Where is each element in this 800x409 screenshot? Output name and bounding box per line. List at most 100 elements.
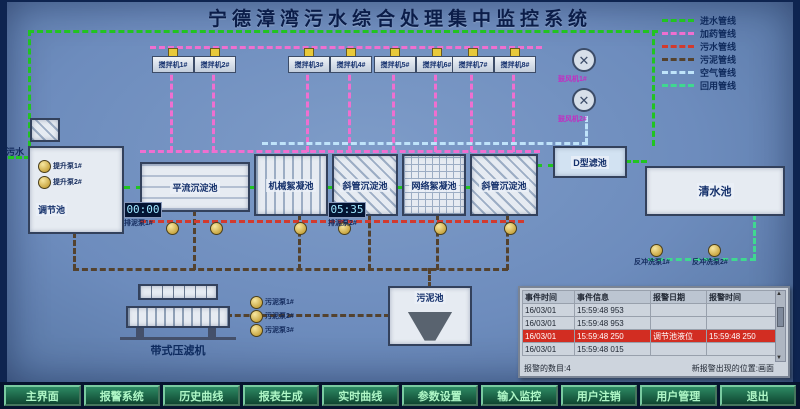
sludge-pump-icon-3[interactable] (250, 324, 263, 337)
pipe-dosing-drop (212, 48, 215, 152)
press-leg (208, 328, 216, 338)
drain-pump-icon[interactable] (210, 222, 223, 235)
lift-pump-icon-1[interactable] (38, 160, 51, 173)
drain-pump-icon[interactable] (434, 222, 447, 235)
drain-pump-icon[interactable] (294, 222, 307, 235)
pipe-dosing-drop (170, 48, 173, 152)
drain-pump-icon[interactable] (166, 222, 179, 235)
mixer-label: 搅拌机3# (294, 61, 324, 69)
nav-button-logout[interactable]: 用户注销 (560, 385, 637, 406)
pipe-top-main (28, 30, 658, 33)
blower-fan-icon-2[interactable] (572, 88, 596, 112)
mixer-4[interactable]: 搅拌机4# (330, 56, 372, 73)
drain-pump-icon[interactable] (338, 222, 351, 235)
inlet-label: 污水 (6, 147, 25, 157)
alarm-row[interactable]: 16/03/01 15:59:48 953 (522, 316, 777, 330)
alarm-cell (650, 316, 707, 330)
pipe-dosing-run (140, 150, 540, 153)
nav-button-history-curve[interactable]: 历史曲线 (163, 385, 240, 406)
backwash-pump-label-2: 反冲洗泵2# (692, 259, 728, 266)
tank-label: 清水池 (696, 183, 734, 199)
pipe-sewage-run (140, 220, 524, 223)
press-base (120, 337, 236, 340)
legend-label: 加药管线 (700, 29, 737, 39)
tank-label: D型滤池 (571, 155, 609, 169)
blower-fan-icon-1[interactable] (572, 48, 596, 72)
nav-button-user-mgmt[interactable]: 用户管理 (640, 385, 717, 406)
legend-row: 进水管线 (662, 14, 788, 27)
tank-label: 污泥池 (414, 291, 446, 304)
tank-label: 平流沉淀池 (170, 180, 220, 194)
legend-line-icon (662, 71, 694, 74)
alarm-header-row: 事件时间 事件信息 报警日期 报警时间 (522, 290, 777, 304)
mixer-7[interactable]: 搅拌机7# (452, 56, 494, 73)
tank-label: 机械絮凝池 (266, 178, 316, 192)
pipe-dosing-drop (434, 48, 437, 152)
alarm-cell: 15:59:48 250 (574, 329, 651, 343)
alarm-cell: 15:59:48 015 (574, 342, 651, 356)
sludge-pump-icon-2[interactable] (250, 310, 263, 323)
pipe-dosing-header (150, 46, 542, 49)
bar-screen (30, 118, 60, 142)
mixer-1[interactable]: 搅拌机1# (152, 56, 194, 73)
cycle-timer-1: 00:00 (124, 202, 162, 218)
sludge-pump-label-1: 污泥泵1# (265, 299, 294, 306)
mixer-label: 搅拌机5# (380, 61, 410, 69)
pipe-connector (396, 186, 404, 189)
pipe-sludge-drop (73, 232, 76, 270)
alarm-row[interactable]: 16/03/01 15:59:48 015 (522, 342, 777, 356)
pipe-dosing-drop (512, 48, 515, 152)
pipe-sludge-to-press (226, 314, 390, 317)
tank-mechanical-flocculation: 机械絮凝池 (254, 154, 328, 216)
alarm-row[interactable]: 16/03/01 15:59:48 953 (522, 303, 777, 317)
sludge-pump-icon-1[interactable] (250, 296, 263, 309)
alarm-count-text: 报警的数目:4 (524, 364, 571, 373)
tank-label: 斜管沉淀池 (340, 178, 390, 192)
scrollbar-thumb[interactable] (777, 307, 784, 327)
legend-line-icon (662, 84, 694, 87)
cycle-timer-2: 05:35 (328, 202, 366, 218)
bottom-nav: 主界面 报警系统 历史曲线 报表生成 实时曲线 参数设置 输入监控 用户注销 用… (0, 382, 800, 409)
belt-press-machine (126, 306, 230, 328)
dosing-cells (138, 284, 218, 300)
alarm-col-header: 报警日期 (650, 290, 707, 304)
mixer-5[interactable]: 搅拌机5# (374, 56, 416, 73)
nav-button-parameters[interactable]: 参数设置 (401, 385, 478, 406)
nav-button-alarm[interactable]: 报警系统 (83, 385, 160, 406)
alarm-cell: 16/03/01 (522, 303, 575, 317)
nav-button-realtime-curve[interactable]: 实时曲线 (322, 385, 399, 406)
alarm-cell (706, 316, 777, 330)
drain-pump-label-2: 排泥泵2# (328, 220, 357, 227)
tank-label: 调节池 (36, 203, 68, 216)
mixer-8[interactable]: 搅拌机8# (494, 56, 536, 73)
pipe-left-down (28, 30, 31, 156)
legend-row: 污泥管线 (662, 53, 788, 66)
mixer-3[interactable]: 搅拌机3# (288, 56, 330, 73)
lift-pump-icon-2[interactable] (38, 176, 51, 189)
alarm-col-header: 事件时间 (522, 290, 575, 304)
alarm-col-header: 事件信息 (574, 290, 651, 304)
mixer-label: 搅拌机1# (158, 61, 188, 69)
drain-pump-label-1: 排泥泵1# (124, 220, 153, 227)
tank-clear-water: 清水池 (645, 166, 785, 216)
nav-button-main[interactable]: 主界面 (4, 385, 81, 406)
drain-pump-icon[interactable] (504, 222, 517, 235)
backwash-pump-icon-1[interactable] (650, 244, 663, 257)
backwash-pump-icon-2[interactable] (708, 244, 721, 257)
tank-sludge: 污泥池 (388, 286, 472, 346)
mixer-2[interactable]: 搅拌机2# (194, 56, 236, 73)
tank-d-filter: D型滤池 (553, 146, 627, 178)
nav-button-exit[interactable]: 退出 (719, 385, 796, 406)
alarm-position-text: 新报警出现的位置:画面 (691, 364, 774, 373)
alarm-cell: 16/03/01 (522, 342, 575, 356)
pipe-reuse-run (648, 258, 756, 261)
nav-button-report[interactable]: 报表生成 (242, 385, 319, 406)
backwash-pump-label-1: 反冲洗泵1# (634, 259, 670, 266)
tank-label: 斜管沉淀池 (479, 178, 529, 192)
sludge-funnel (407, 311, 453, 341)
mixer-label: 搅拌机4# (336, 61, 366, 69)
alarm-row-active[interactable]: 16/03/01 15:59:48 250 调节池液位 15:59:48 250 (522, 329, 777, 343)
nav-button-input-monitor[interactable]: 输入监控 (481, 385, 558, 406)
mixer-label: 搅拌机2# (200, 61, 230, 69)
alarm-scrollbar[interactable] (775, 290, 786, 362)
